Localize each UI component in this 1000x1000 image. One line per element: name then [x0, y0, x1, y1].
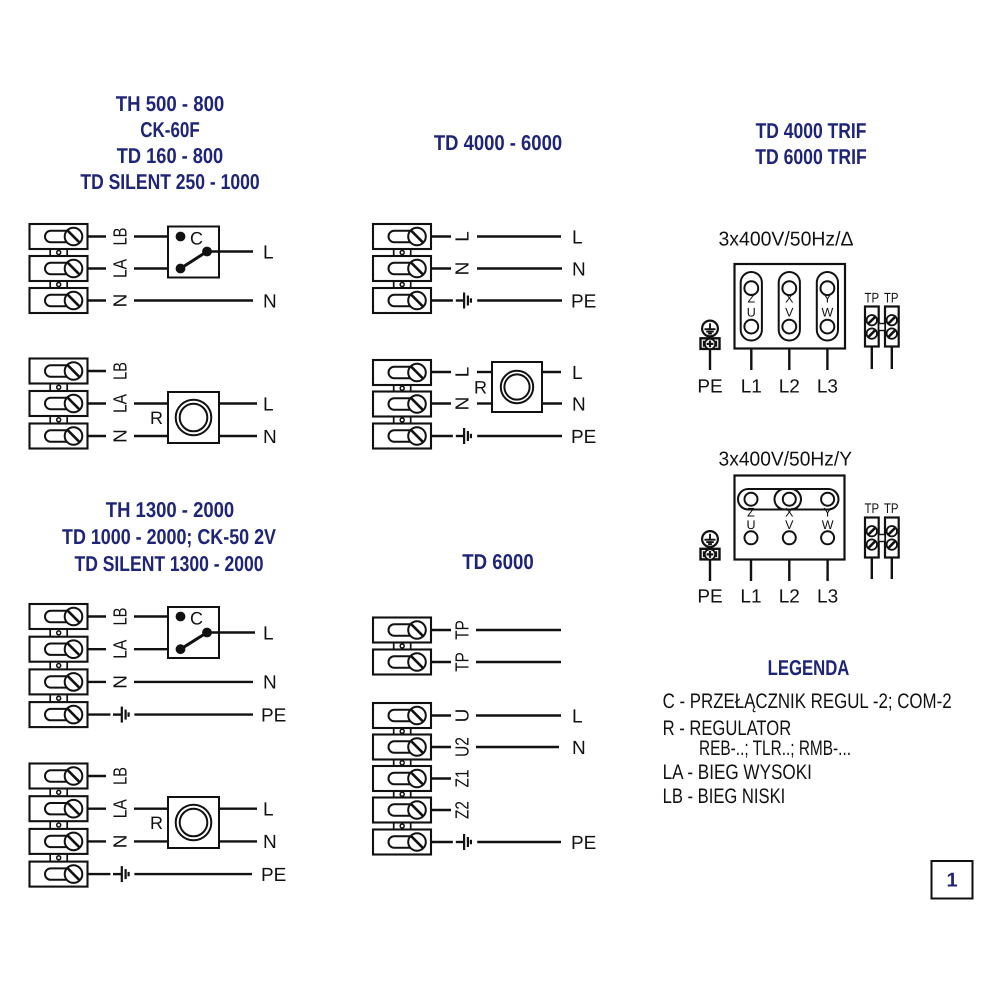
- svg-text:TD 4000 TRIF: TD 4000 TRIF: [756, 119, 867, 143]
- svg-text:LB: LB: [110, 767, 131, 785]
- svg-text:Z: Z: [747, 506, 755, 520]
- svg-text:U: U: [746, 518, 755, 532]
- svg-text:L: L: [263, 242, 274, 263]
- svg-text:TD 6000 TRIF: TD 6000 TRIF: [755, 145, 867, 169]
- svg-text:TD 160 - 800: TD 160 - 800: [117, 144, 223, 168]
- svg-text:LEGENDA: LEGENDA: [768, 656, 850, 680]
- svg-text:U: U: [452, 709, 473, 723]
- svg-text:R: R: [150, 813, 163, 833]
- svg-text:N: N: [263, 291, 277, 312]
- svg-text:N: N: [452, 397, 473, 411]
- svg-text:TP: TP: [865, 290, 880, 306]
- svg-text:PE: PE: [571, 291, 596, 312]
- svg-text:PE: PE: [261, 865, 286, 886]
- svg-text:3x400V/50Hz/Y: 3x400V/50Hz/Y: [719, 449, 853, 471]
- svg-text:L3: L3: [817, 587, 838, 608]
- svg-text:LB: LB: [110, 362, 131, 380]
- svg-text:LA: LA: [110, 259, 131, 278]
- svg-text:R: R: [474, 378, 487, 398]
- svg-text:L: L: [263, 800, 274, 821]
- svg-text:L: L: [452, 367, 473, 378]
- svg-text:U: U: [747, 306, 756, 320]
- svg-text:LA: LA: [110, 394, 131, 413]
- svg-text:R: R: [150, 408, 163, 428]
- svg-text:L: L: [572, 227, 583, 248]
- svg-text:L: L: [452, 231, 473, 242]
- svg-text:N: N: [572, 394, 586, 415]
- svg-text:L: L: [263, 623, 274, 644]
- svg-text:PE: PE: [697, 587, 722, 608]
- svg-text:L2: L2: [779, 587, 800, 608]
- svg-text:X: X: [785, 291, 794, 305]
- svg-text:REB-..; TLR..; RMB-...: REB-..; TLR..; RMB-...: [699, 737, 851, 760]
- svg-text:L1: L1: [740, 587, 761, 608]
- svg-text:W: W: [821, 306, 833, 320]
- svg-text:N: N: [452, 262, 473, 276]
- svg-text:N: N: [110, 429, 131, 443]
- svg-text:C: C: [190, 609, 203, 629]
- svg-text:N: N: [110, 294, 131, 308]
- svg-text:PE: PE: [697, 377, 722, 398]
- svg-text:Y: Y: [823, 291, 832, 305]
- svg-text:V: V: [785, 306, 794, 320]
- svg-text:LA: LA: [110, 639, 131, 658]
- svg-text:N: N: [263, 832, 277, 853]
- svg-text:LB: LB: [110, 228, 131, 246]
- svg-text:TP: TP: [452, 652, 473, 672]
- svg-text:W: W: [822, 518, 834, 532]
- svg-text:Y: Y: [823, 506, 832, 520]
- svg-text:N: N: [263, 427, 277, 448]
- svg-text:L: L: [572, 706, 583, 727]
- svg-text:TD 1000 - 2000; CK-50 2V: TD 1000 - 2000; CK-50 2V: [62, 525, 277, 549]
- svg-text:LB: LB: [110, 608, 131, 626]
- svg-text:N: N: [572, 738, 586, 759]
- svg-text:X: X: [785, 506, 794, 520]
- svg-text:TP: TP: [865, 500, 880, 516]
- svg-text:TD 4000 - 6000: TD 4000 - 6000: [434, 131, 562, 155]
- svg-text:L: L: [263, 394, 274, 415]
- svg-text:TD 6000: TD 6000: [462, 550, 533, 574]
- svg-text:N: N: [263, 673, 277, 694]
- svg-text:PE: PE: [261, 705, 286, 726]
- svg-text:1: 1: [946, 870, 957, 892]
- svg-text:Z2: Z2: [452, 801, 473, 819]
- svg-text:TP: TP: [884, 500, 899, 516]
- svg-text:C: C: [190, 229, 203, 249]
- svg-text:LA: LA: [110, 799, 131, 818]
- svg-text:C - PRZEŁĄCZNIK REGUL -2; COM-: C - PRZEŁĄCZNIK REGUL -2; COM-2: [663, 690, 952, 713]
- svg-text:L1: L1: [741, 377, 762, 398]
- svg-text:N: N: [110, 675, 131, 689]
- svg-text:TD SILENT 250 - 1000: TD SILENT 250 - 1000: [80, 170, 259, 194]
- svg-text:PE: PE: [571, 427, 596, 448]
- svg-text:TP: TP: [884, 290, 899, 306]
- svg-text:LB - BIEG NISKI: LB - BIEG NISKI: [663, 785, 786, 808]
- svg-text:TD SILENT 1300 - 2000: TD SILENT 1300 - 2000: [75, 552, 264, 576]
- svg-text:U2: U2: [452, 737, 473, 757]
- svg-text:N: N: [572, 259, 586, 280]
- svg-text:R - REGULATOR: R - REGULATOR: [663, 717, 792, 740]
- svg-text:L2: L2: [779, 377, 800, 398]
- svg-text:LA - BIEG WYSOKI: LA - BIEG WYSOKI: [663, 761, 812, 784]
- svg-text:TP: TP: [452, 620, 473, 640]
- svg-text:Z1: Z1: [452, 770, 473, 788]
- svg-text:TH 1300 - 2000: TH 1300 - 2000: [106, 498, 234, 522]
- svg-text:N: N: [110, 835, 131, 849]
- svg-text:L3: L3: [817, 377, 838, 398]
- svg-text:TH 500 - 800: TH 500 - 800: [116, 92, 225, 116]
- svg-text:V: V: [785, 518, 794, 532]
- svg-text:CK-60F: CK-60F: [140, 118, 200, 142]
- svg-text:Z: Z: [747, 291, 755, 305]
- svg-text:L: L: [572, 363, 583, 384]
- svg-text:3x400V/50Hz/Δ: 3x400V/50Hz/Δ: [719, 229, 854, 251]
- svg-text:PE: PE: [571, 833, 596, 854]
